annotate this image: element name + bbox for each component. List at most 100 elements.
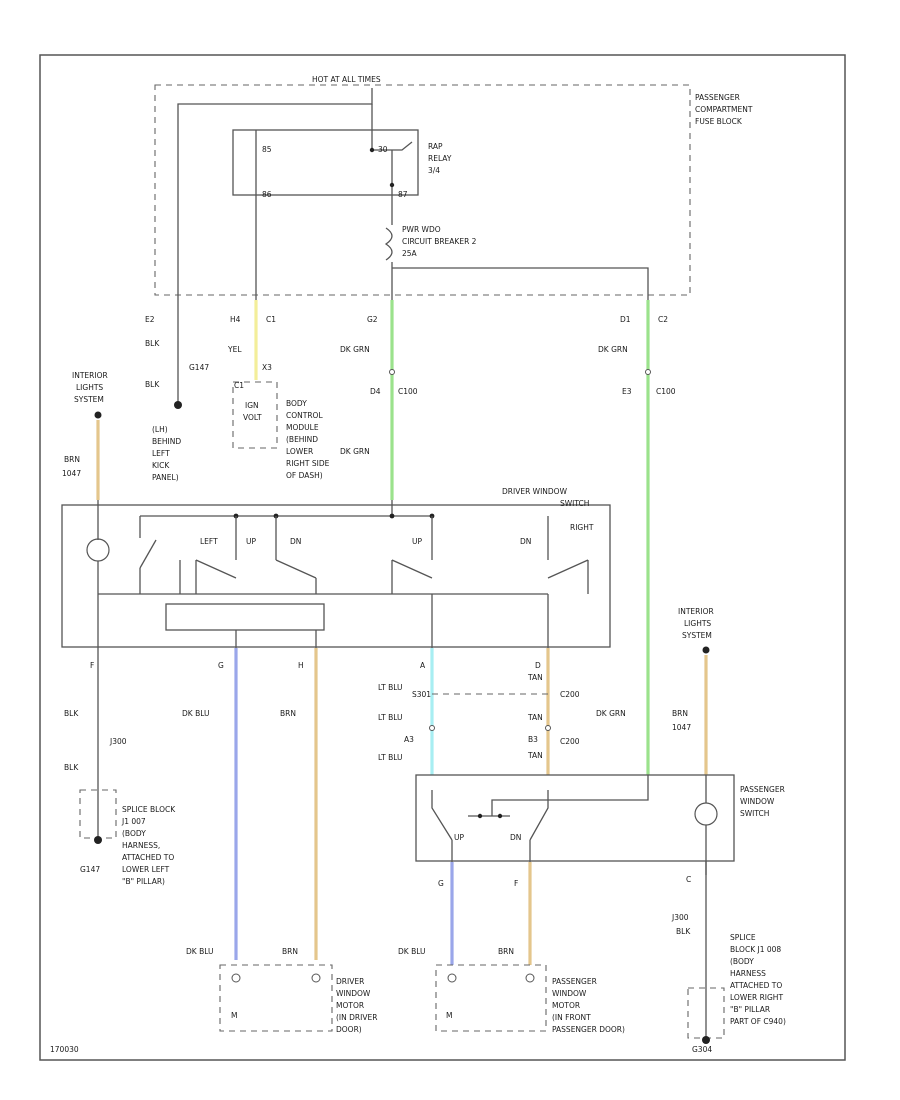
dk-blu-label-3: DK BLU [398,947,426,956]
splice-left-2: J1 007 [121,817,146,826]
pass-switch-label-3: SWITCH [740,809,769,818]
wire-1047-label-2: 1047 [672,723,691,732]
pin-87: 87 [398,190,408,199]
dk-grn-label-2: DK GRN [598,345,628,354]
dk-blu-label-2: DK BLU [186,947,214,956]
dk-grn-label-1: DK GRN [340,345,370,354]
tan-label-1: TAN [527,673,543,682]
splice-right-6: LOWER RIGHT [730,993,783,1002]
fuse-block-label-3: FUSE BLOCK [695,117,743,126]
driver-motor-label-5: DOOR) [336,1025,362,1034]
splice-left-6: LOWER LEFT [122,865,170,874]
pin-f-pass: F [514,879,518,888]
pass-motor-label-4: (IN FRONT [552,1013,591,1022]
g147-label-2: G147 [80,865,100,874]
hot-bus [177,88,373,295]
pin-c-label: C [686,875,691,884]
j300-label: J300 [109,737,127,746]
pin-f: F [90,661,94,670]
splice-right-2: BLOCK J1 008 [730,945,781,954]
pin-h4: H4 [230,315,241,324]
c200-label-2: C200 [560,737,580,746]
rap-relay-label-2: RELAY [428,154,452,163]
lt-blu-label-3: LT BLU [378,753,403,762]
splice-right-3: (BODY [730,957,754,966]
pwr-wdo-label-3: 25A [402,249,418,258]
blk-label-1: BLK [145,339,160,348]
diagram-frame [39,54,846,1061]
c100-label-1: C100 [398,387,418,396]
driver-motor-label-2: WINDOW [336,989,371,998]
g147-label: G147 [189,363,209,372]
tan-label-2: TAN [527,713,543,722]
pass-motor-label-3: MOTOR [552,1001,580,1010]
fuse-block-outline [154,84,691,296]
rap-relay-label-1: RAP [428,142,443,151]
bcm-outline [232,381,278,449]
blk-label-5: BLK [676,927,691,936]
driver-switch-label-1: DRIVER WINDOW [502,487,568,496]
volt-label: VOLT [243,413,262,422]
up-label-2: UP [412,537,422,546]
brn-label-3: BRN [672,709,688,718]
pass-switch-label-2: WINDOW [740,797,775,806]
d4-label: D4 [370,387,381,396]
splice-left-5: ATTACHED TO [122,853,174,862]
bcm-label-4: (BEHIND [286,435,318,444]
b3-label: B3 [528,735,538,744]
driver-motor-label-1: DRIVER [336,977,364,986]
fuse-block-label-2: COMPARTMENT [695,105,753,114]
driver-motor-label-4: (IN DRIVER [336,1013,377,1022]
driver-switch-label-2: SWITCH [560,499,589,508]
interior-label-3: SYSTEM [74,395,104,404]
pin-c1: C1 [266,315,276,324]
ign-label: IGN [245,401,259,410]
j300-label-2: J300 [671,913,689,922]
pin-c2: C2 [658,315,668,324]
ground-label-3: LEFT [152,449,170,458]
pin-h: H [298,661,304,670]
brn-label-1: BRN [64,455,80,464]
yel-label: YEL [227,345,242,354]
splice-left-4: HARNESS, [122,841,160,850]
brn-label-6: BRN [498,947,514,956]
brn-label-2: BRN [280,709,296,718]
lt-blu-label-1: LT BLU [378,683,403,692]
tan-label-3: TAN [527,751,543,760]
pwr-wdo-label-1: PWR WDO [402,225,441,234]
wire-1047-label: 1047 [62,469,81,478]
ground-label-5: PANEL) [152,473,179,482]
bcm-label-1: BODY [286,399,307,408]
rap-relay [232,129,419,196]
pin-g: G [218,661,224,670]
pin-g2: G2 [367,315,378,324]
pin-d1: D1 [620,315,631,324]
document-id: 170030 [50,1045,79,1054]
c200-label-1: C200 [560,690,580,699]
passenger-motor-symbol: M [446,1011,452,1020]
pass-motor-label-2: WINDOW [552,989,587,998]
bcm-label-3: MODULE [286,423,319,432]
splice-left-3: (BODY [122,829,146,838]
passenger-window-motor [435,964,547,1032]
pass-motor-label-1: PASSENGER [552,977,597,986]
pass-motor-label-5: PASSENGER DOOR) [552,1025,625,1034]
pin-d: D [535,661,541,670]
s301-label: S301 [412,690,431,699]
driver-window-motor [219,964,333,1032]
interior-label-1: INTERIOR [72,371,108,380]
blk-label-2: BLK [145,380,160,389]
left-label: LEFT [200,537,218,546]
splice-right-4: HARNESS [730,969,766,978]
splice-left-1: SPLICE BLOCK [122,805,176,814]
up-label-1: UP [246,537,256,546]
bcm-label-2: CONTROL [286,411,323,420]
driver-motor-symbol: M [231,1011,237,1020]
driver-motor-label-3: MOTOR [336,1001,364,1010]
interior-right-2: LIGHTS [684,619,711,628]
bcm-label-7: OF DASH) [286,471,323,480]
pin-c1b: C1 [234,381,244,390]
dk-blu-label-1: DK BLU [182,709,210,718]
dn-label-3: DN [510,833,521,842]
splice-right-7: "B" PILLAR [730,1005,770,1014]
